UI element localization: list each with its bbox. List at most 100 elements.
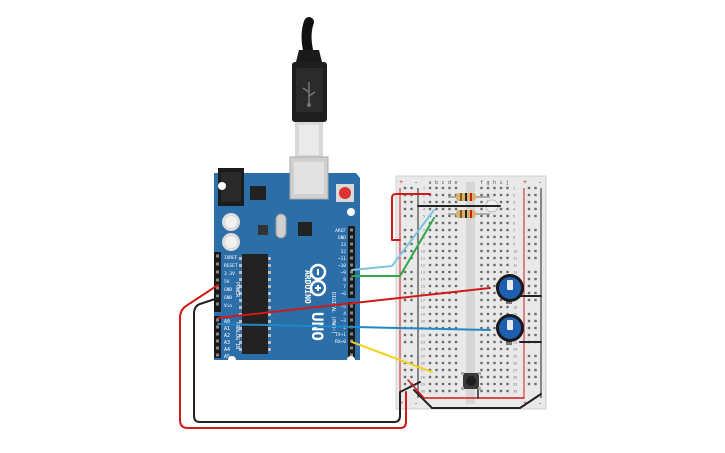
rail-hole[interactable] [534, 270, 537, 274]
breadboard-hole[interactable] [486, 319, 490, 323]
breadboard-hole[interactable] [493, 193, 496, 197]
breadboard-hole[interactable] [441, 333, 445, 337]
potentiometer-1[interactable] [496, 274, 524, 304]
header-pin[interactable] [350, 284, 353, 288]
rail-hole[interactable] [403, 270, 407, 274]
breadboard-hole[interactable] [448, 221, 451, 225]
breadboard-hole[interactable] [435, 305, 438, 309]
breadboard-hole[interactable] [493, 333, 496, 337]
rail-hole[interactable] [410, 298, 413, 302]
breadboard-hole[interactable] [499, 242, 503, 246]
breadboard-hole[interactable] [441, 305, 445, 309]
rail-hole[interactable] [403, 312, 407, 316]
breadboard-hole[interactable] [499, 312, 503, 316]
breadboard-hole[interactable] [454, 389, 458, 393]
breadboard-hole[interactable] [441, 228, 445, 232]
breadboard-hole[interactable] [499, 347, 503, 351]
breadboard-hole[interactable] [499, 221, 503, 225]
header-pin[interactable] [216, 286, 219, 290]
breadboard-hole[interactable] [486, 270, 490, 274]
breadboard-hole[interactable] [441, 368, 445, 372]
breadboard-hole[interactable] [486, 263, 490, 267]
rail-hole[interactable] [527, 200, 531, 204]
breadboard-hole[interactable] [441, 249, 445, 253]
breadboard-hole[interactable] [428, 298, 432, 302]
rail-hole[interactable] [527, 291, 531, 295]
push-button[interactable] [461, 372, 481, 390]
rail-hole[interactable] [410, 319, 413, 323]
breadboard-hole[interactable] [499, 298, 503, 302]
breadboard-hole[interactable] [454, 200, 458, 204]
rail-hole[interactable] [403, 228, 407, 232]
rail-hole[interactable] [410, 284, 413, 288]
rail-hole[interactable] [534, 326, 537, 330]
rail-hole[interactable] [403, 277, 407, 281]
rail-hole[interactable] [410, 340, 413, 344]
breadboard-hole[interactable] [435, 207, 438, 211]
breadboard-hole[interactable] [486, 291, 490, 295]
header-pin[interactable] [350, 318, 353, 322]
breadboard-hole[interactable] [480, 354, 483, 358]
rail-hole[interactable] [403, 368, 407, 372]
breadboard-hole[interactable] [480, 263, 483, 267]
breadboard-hole[interactable] [448, 193, 451, 197]
rail-hole[interactable] [534, 354, 537, 358]
breadboard-hole[interactable] [506, 375, 509, 379]
rail-hole[interactable] [534, 277, 537, 281]
header-pin[interactable] [350, 249, 353, 253]
breadboard-hole[interactable] [499, 256, 503, 260]
breadboard-hole[interactable] [506, 235, 509, 239]
rail-hole[interactable] [527, 277, 531, 281]
breadboard-hole[interactable] [454, 368, 458, 372]
rail-hole[interactable] [534, 319, 537, 323]
header-pin[interactable] [216, 302, 219, 306]
breadboard-hole[interactable] [454, 291, 458, 295]
header-pin[interactable] [350, 304, 353, 308]
rail-hole[interactable] [534, 361, 537, 365]
breadboard-hole[interactable] [480, 200, 483, 204]
breadboard-hole[interactable] [435, 214, 438, 218]
breadboard-hole[interactable] [454, 256, 458, 260]
breadboard-hole[interactable] [499, 375, 503, 379]
breadboard-hole[interactable] [480, 333, 483, 337]
breadboard-hole[interactable] [506, 347, 509, 351]
breadboard-hole[interactable] [428, 242, 432, 246]
breadboard-hole[interactable] [441, 284, 445, 288]
breadboard-hole[interactable] [506, 207, 509, 211]
breadboard-hole[interactable] [441, 389, 445, 393]
breadboard-hole[interactable] [454, 333, 458, 337]
breadboard-hole[interactable] [428, 319, 432, 323]
breadboard-hole[interactable] [428, 235, 432, 239]
potentiometer-2[interactable] [496, 314, 524, 345]
breadboard-hole[interactable] [448, 235, 451, 239]
header-pin[interactable] [216, 278, 219, 282]
breadboard-hole[interactable] [441, 207, 445, 211]
breadboard-hole[interactable] [499, 249, 503, 253]
rail-hole[interactable] [410, 249, 413, 253]
breadboard-hole[interactable] [435, 193, 438, 197]
breadboard-hole[interactable] [493, 291, 496, 295]
breadboard-hole[interactable] [499, 361, 503, 365]
rail-hole[interactable] [410, 228, 413, 232]
rail-hole[interactable] [527, 228, 531, 232]
breadboard-hole[interactable] [493, 263, 496, 267]
breadboard-hole[interactable] [486, 305, 490, 309]
header-pin[interactable] [350, 277, 353, 281]
breadboard-hole[interactable] [486, 214, 490, 218]
breadboard-hole[interactable] [486, 242, 490, 246]
breadboard-hole[interactable] [493, 354, 496, 358]
breadboard-hole[interactable] [506, 200, 509, 204]
breadboard-hole[interactable] [435, 347, 438, 351]
rail-hole[interactable] [534, 193, 537, 197]
rail-hole[interactable] [403, 361, 407, 365]
breadboard-hole[interactable] [480, 270, 483, 274]
breadboard-hole[interactable] [428, 354, 432, 358]
breadboard-hole[interactable] [499, 200, 503, 204]
breadboard-hole[interactable] [480, 340, 483, 344]
breadboard-hole[interactable] [428, 249, 432, 253]
breadboard-hole[interactable] [448, 200, 451, 204]
breadboard-hole[interactable] [435, 221, 438, 225]
breadboard-hole[interactable] [454, 221, 458, 225]
breadboard-hole[interactable] [441, 193, 445, 197]
rail-hole[interactable] [534, 333, 537, 337]
